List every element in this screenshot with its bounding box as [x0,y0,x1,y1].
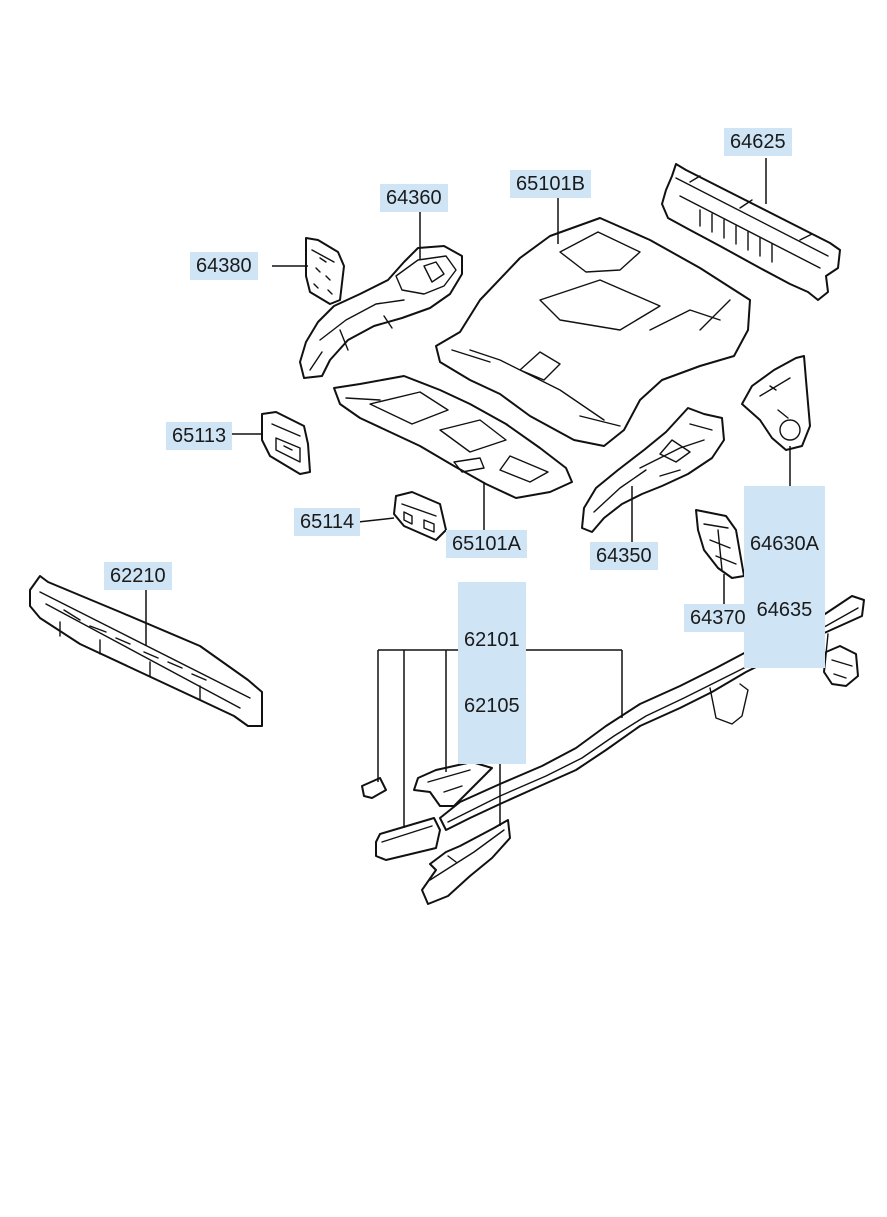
part-65101A-drawing [333,375,573,499]
part-label-65113[interactable]: 65113 [166,422,233,450]
part-62210-drawing [29,575,263,727]
part-64625-drawing [661,163,841,301]
part-64370-drawing [695,509,745,579]
part-label-64360[interactable]: 64360 [380,184,448,212]
part-label-64380[interactable]: 64380 [190,252,258,280]
part-label-64625[interactable]: 64625 [724,128,792,156]
part-label-65101B[interactable]: 65101B [510,170,591,198]
part-label-65101A[interactable]: 65101A [446,530,527,558]
part-label-62101-text: 62101 [464,629,520,651]
part-label-64350[interactable]: 64350 [590,542,658,570]
part-label-62101-62105[interactable]: 62101 62105 [458,582,526,764]
part-label-64635-text: 64635 [756,599,813,621]
part-label-64370[interactable]: 64370 [684,604,752,632]
part-64360-drawing [299,245,463,379]
part-65114-drawing [393,491,447,541]
part-65101B-drawing [435,217,751,447]
part-label-62210[interactable]: 62210 [104,562,172,590]
part-label-64630A-text: 64630A [750,533,819,555]
part-64350-drawing [581,407,725,533]
part-65113-drawing [261,411,311,475]
part-label-62105-text: 62105 [464,695,520,717]
part-label-64630A-64635[interactable]: 64630A 64635 [744,486,825,668]
part-label-65114[interactable]: 65114 [294,508,361,536]
part-64630A-drawing [741,355,811,451]
part-64380-drawing [305,237,345,305]
